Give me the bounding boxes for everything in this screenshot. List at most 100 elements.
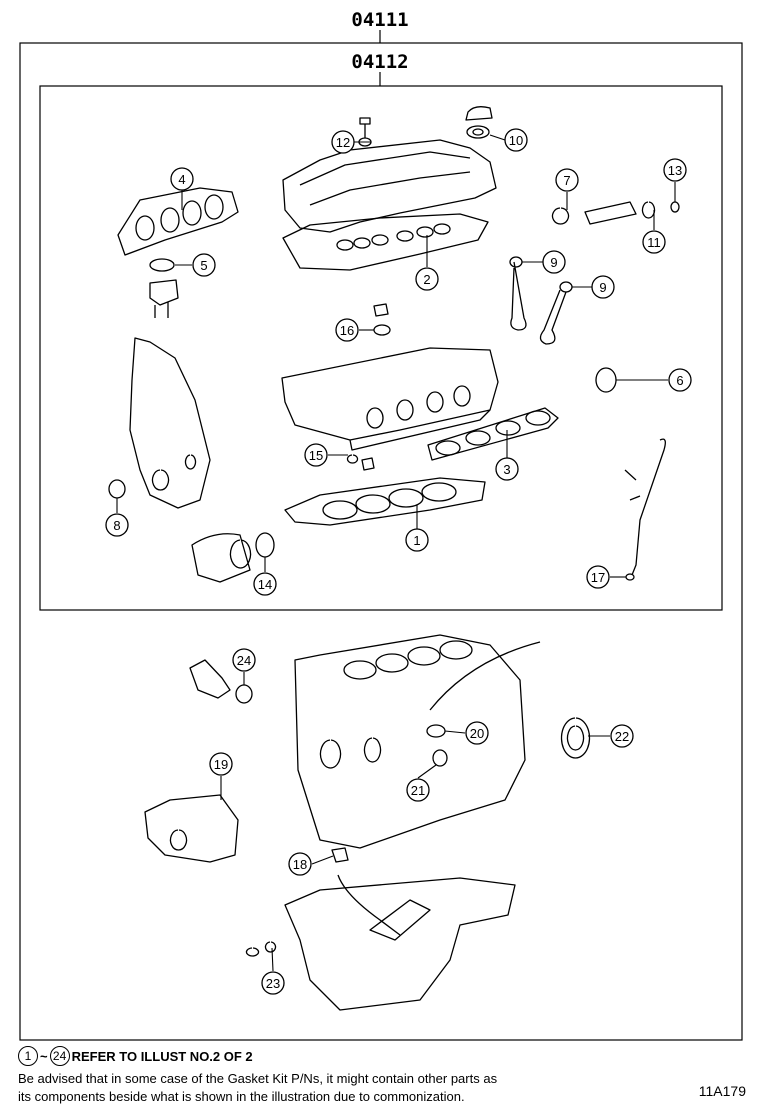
ref-tilde: ~	[40, 1048, 48, 1064]
ref-end-circle: 24	[49, 1046, 70, 1066]
callout-13: 13	[663, 158, 687, 182]
callout-9-lower: 9	[591, 275, 615, 299]
water-pump-o-ring	[255, 532, 275, 558]
cylinder-head	[281, 347, 499, 451]
callout-3: 3	[495, 457, 519, 481]
gasket-20	[426, 724, 446, 738]
exhaust-manifold-gasket	[117, 187, 239, 256]
cylinder-head-cover	[282, 139, 497, 233]
callout-16: 16	[335, 318, 359, 342]
advisory-note-line-1: Be advised that in some case of the Gask…	[18, 1071, 498, 1086]
callout-24: 24	[232, 648, 256, 672]
svg-text:3: 3	[503, 462, 510, 477]
svg-text:17: 17	[591, 570, 605, 585]
callout-5: 5	[192, 253, 216, 277]
svg-text:2: 2	[423, 272, 430, 287]
svg-text:4: 4	[178, 172, 185, 187]
outer-kit-frame	[19, 42, 743, 1041]
oil-seal-8	[108, 479, 126, 499]
svg-text:22: 22	[615, 729, 629, 744]
knock-sensor	[189, 659, 231, 699]
svg-text:14: 14	[258, 577, 272, 592]
svg-text:18: 18	[293, 857, 307, 872]
ref-text: REFER TO ILLUST NO.2 OF 2	[71, 1048, 253, 1064]
dipstick-o-ring	[625, 573, 635, 581]
o-ring-13	[670, 201, 680, 213]
kit-code-outer: 04111	[351, 9, 408, 31]
callout-6: 6	[668, 368, 692, 392]
advisory-note-line-2: its components beside what is shown in t…	[18, 1089, 465, 1104]
callout-7: 7	[555, 168, 579, 192]
timing-chain-cover	[129, 337, 211, 509]
callout-18: 18	[288, 852, 312, 876]
svg-text:7: 7	[563, 173, 570, 188]
cylinder-block	[294, 634, 541, 849]
oil-pan	[284, 877, 516, 1011]
svg-text:15: 15	[309, 448, 323, 463]
plug-seal-16	[373, 324, 391, 336]
oil-level-gauge-guide	[624, 438, 666, 576]
callout-15: 15	[304, 443, 328, 467]
svg-text:20: 20	[470, 726, 484, 741]
head-cover-gasket	[282, 213, 489, 271]
intake-valve	[510, 261, 527, 331]
cylinder-head-gasket	[284, 477, 486, 526]
callout-23: 23	[261, 971, 285, 995]
spark-plug-tube-seal	[346, 454, 375, 471]
svg-text:6: 6	[676, 373, 683, 388]
svg-text:11: 11	[647, 235, 661, 250]
injector-o-ring	[641, 201, 656, 219]
svg-text:21: 21	[411, 783, 425, 798]
plug-cap-16	[373, 303, 389, 317]
inner-kit-frame	[39, 85, 723, 611]
svg-text:19: 19	[214, 757, 228, 772]
water-pump	[191, 533, 252, 583]
exhaust-ring-gasket	[149, 258, 175, 272]
svg-text:24: 24	[237, 653, 251, 668]
callout-4: 4	[170, 167, 194, 191]
drain-plug-gasket	[245, 941, 277, 957]
svg-text:10: 10	[509, 133, 523, 148]
svg-text:13: 13	[668, 163, 682, 178]
svg-text:9: 9	[599, 280, 606, 295]
svg-text:9: 9	[550, 255, 557, 270]
callout-17: 17	[586, 565, 610, 589]
gasket-21	[432, 749, 448, 767]
callout-8: 8	[105, 513, 129, 537]
svg-text:12: 12	[336, 135, 350, 150]
oil-filler-cap	[465, 106, 493, 139]
callout-20: 20	[465, 721, 489, 745]
callout-2: 2	[415, 267, 439, 291]
svg-text:16: 16	[340, 323, 354, 338]
oil-pump	[144, 794, 239, 863]
head-bolt	[359, 117, 371, 138]
oil-strainer	[331, 847, 401, 936]
callout-10: 10	[504, 128, 528, 152]
svg-text:23: 23	[266, 976, 280, 991]
ref-start-circle: 1	[18, 1046, 38, 1066]
valve-stem-seal-upper	[509, 256, 523, 268]
svg-text:8: 8	[113, 518, 120, 533]
sensor-o-ring	[235, 684, 253, 704]
valve-stem-seal-lower	[559, 281, 573, 293]
svg-text:5: 5	[200, 258, 207, 273]
callout-9-upper: 9	[542, 250, 566, 274]
illustration-id: 11A179	[698, 1083, 746, 1099]
callout-14: 14	[253, 572, 277, 596]
callout-22: 22	[610, 724, 634, 748]
oil-seal-6	[595, 367, 617, 393]
callout-19: 19	[209, 752, 233, 776]
fuel-injector	[551, 201, 637, 225]
exhaust-valve	[539, 289, 567, 345]
callout-11: 11	[642, 230, 666, 254]
exhaust-pipe-stub	[149, 279, 179, 318]
svg-text:1: 1	[413, 533, 420, 548]
intake-manifold-gasket	[427, 407, 559, 461]
reference-note: 1 ~ 24 REFER TO ILLUST NO.2 OF 2	[18, 1046, 253, 1066]
callout-12: 12	[331, 130, 355, 154]
callout-1: 1	[405, 528, 429, 552]
callout-21: 21	[406, 778, 430, 802]
rear-oil-seal	[560, 717, 591, 759]
kit-code-inner: 04112	[351, 51, 408, 73]
